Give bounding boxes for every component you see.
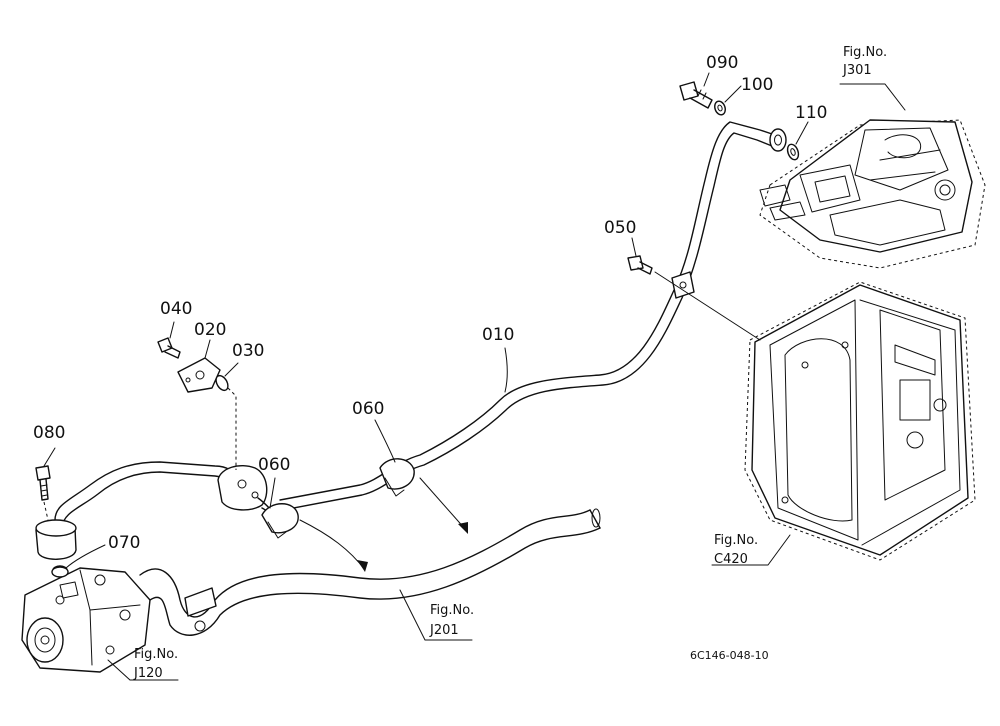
bolt-050 bbox=[627, 255, 761, 341]
label-050: 050 bbox=[604, 218, 636, 238]
label-110: 110 bbox=[795, 103, 827, 123]
suction-hose-j201 bbox=[139, 508, 601, 636]
pipe-clamp-060-b bbox=[379, 458, 415, 497]
flange-020 bbox=[177, 357, 221, 393]
label-060-lower: 060 bbox=[258, 455, 290, 475]
bolt-080 bbox=[35, 465, 51, 521]
o-ring-030 bbox=[215, 374, 237, 470]
assembly-arrow-1 bbox=[299, 519, 368, 572]
fig-j120-caption: Fig.No. bbox=[134, 647, 178, 662]
filter-block bbox=[35, 519, 77, 575]
pipe-clamp-060-a bbox=[261, 503, 299, 539]
flange-block bbox=[217, 464, 281, 527]
delivery-pipe-010 bbox=[54, 121, 787, 528]
transmission-case-c420 bbox=[744, 281, 976, 561]
label-010: 010 bbox=[482, 325, 514, 345]
label-070: 070 bbox=[108, 533, 140, 553]
fig-j301-code: J301 bbox=[842, 63, 872, 78]
leader-lines bbox=[43, 72, 906, 681]
fig-c420-code: C420 bbox=[714, 552, 748, 567]
fig-j301-caption: Fig.No. bbox=[843, 45, 887, 60]
label-030: 030 bbox=[232, 341, 264, 361]
engine-head-j301 bbox=[759, 119, 986, 269]
label-080: 080 bbox=[33, 423, 65, 443]
fig-c420-caption: Fig.No. bbox=[714, 533, 758, 548]
banjo-bolt-090 bbox=[679, 81, 713, 109]
fig-j120-code: J120 bbox=[133, 666, 163, 681]
fig-j201-caption: Fig.No. bbox=[430, 603, 474, 618]
bolt-040 bbox=[157, 337, 181, 359]
label-060-upper: 060 bbox=[352, 399, 384, 419]
label-020: 020 bbox=[194, 320, 226, 340]
label-090: 090 bbox=[706, 53, 738, 73]
fig-j201-code: J201 bbox=[429, 623, 459, 638]
washer-100 bbox=[714, 100, 726, 116]
o-ring-070 bbox=[51, 566, 69, 578]
washer-110 bbox=[786, 143, 800, 161]
label-040: 040 bbox=[160, 299, 192, 319]
drawing-code: 6C146-048-10 bbox=[690, 649, 769, 662]
assembly-arrow-2 bbox=[419, 477, 468, 534]
label-100: 100 bbox=[741, 75, 773, 95]
hydraulic-pump-j120 bbox=[21, 567, 151, 673]
